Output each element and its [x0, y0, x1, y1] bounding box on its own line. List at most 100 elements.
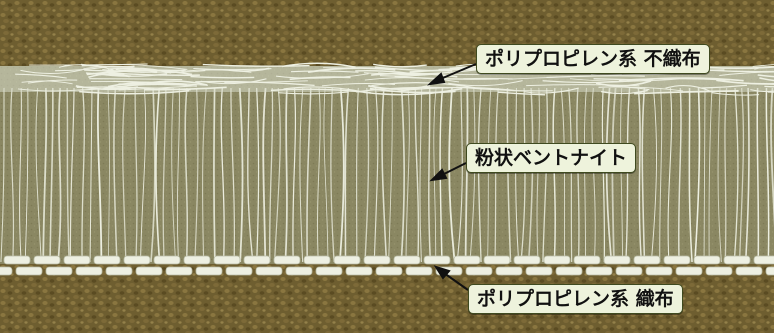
nonwoven-strand: [88, 73, 130, 78]
woven-tape: [573, 255, 601, 265]
nonwoven-strand: [373, 63, 427, 68]
fiber-strand: [703, 87, 706, 263]
fiber-strand: [405, 87, 410, 263]
nonwoven-strand: [289, 76, 351, 81]
fiber-strand: [273, 87, 281, 263]
nonwoven-strand: [102, 69, 206, 74]
fiber-strand: [256, 87, 260, 263]
woven-tape: [303, 255, 331, 265]
fiber-strand: [49, 87, 54, 263]
nonwoven-strand: [374, 66, 453, 72]
nonwoven-strand: [759, 77, 774, 82]
fiber-strand: [140, 87, 147, 263]
nonwoven-strand: [355, 86, 449, 93]
nonwoven-strand: [83, 65, 133, 70]
woven-tape: [603, 255, 631, 265]
woven-tape: [543, 255, 571, 265]
fiber-strand: [756, 87, 760, 263]
nonwoven-strand: [749, 66, 774, 70]
fiber-strand: [122, 87, 127, 263]
fiber-strand: [419, 87, 423, 263]
fiber-strand: [708, 87, 713, 263]
nonwoven-strand: [757, 74, 774, 78]
woven-tape: [585, 266, 613, 276]
nonwoven-strand: [379, 71, 450, 77]
woven-tape: [675, 266, 703, 276]
woven-tape: [555, 266, 583, 276]
fiber-strand: [299, 87, 304, 263]
woven-tape: [363, 255, 391, 265]
nonwoven-strand: [701, 84, 748, 89]
fiber-strand: [694, 87, 701, 263]
nonwoven-strand: [397, 86, 515, 92]
fiber-strand: [650, 87, 658, 263]
fiber-strand: [688, 87, 693, 263]
woven-tape: [453, 255, 481, 265]
fiber-strand: [238, 87, 244, 263]
fiber-strand: [637, 87, 643, 263]
woven-fabric-layer: [0, 255, 774, 276]
woven-tape: [213, 255, 241, 265]
fiber-strand: [150, 87, 156, 263]
fiber-strand: [184, 87, 189, 263]
nonwoven-strand: [634, 90, 739, 95]
nonwoven-strand: [89, 78, 183, 81]
fiber-strand: [338, 87, 345, 263]
fiber-strand: [194, 87, 199, 263]
woven-tape: [183, 255, 211, 265]
fiber-strand: [641, 87, 646, 263]
fiber-strand: [667, 87, 673, 263]
fiber-strand: [770, 87, 774, 228]
woven-tape: [3, 255, 31, 265]
nonwoven-strand: [78, 87, 137, 91]
arrow-top: [426, 63, 477, 86]
fiber-strand: [306, 87, 312, 263]
fiber-strand: [284, 87, 288, 263]
fiber-strand: [97, 87, 103, 263]
woven-tape: [15, 266, 43, 276]
nonwoven-strand: [618, 77, 730, 82]
fiber-strand: [19, 87, 22, 263]
woven-tape: [765, 266, 774, 276]
fiber-strand: [213, 87, 216, 263]
nonwoven-strand: [107, 67, 158, 73]
woven-tape: [315, 266, 343, 276]
nonwoven-strand: [508, 75, 619, 80]
woven-tape: [375, 266, 403, 276]
woven-tape: [123, 255, 151, 265]
fiber-strand: [364, 87, 370, 263]
fiber-strand: [89, 87, 93, 263]
woven-tape: [495, 266, 523, 276]
fiber-strand: [659, 87, 663, 263]
nonwoven-strand: [523, 87, 579, 94]
woven-tape: [633, 255, 661, 265]
woven-tape: [705, 266, 733, 276]
woven-tape: [423, 255, 451, 265]
fiber-strand: [323, 87, 329, 263]
fiber-strand: [176, 87, 180, 263]
fiber-strand: [717, 87, 722, 263]
fiber-strand: [388, 87, 393, 263]
fiber-strand: [414, 87, 420, 263]
woven-tape: [165, 266, 193, 276]
fiber-strand: [57, 87, 62, 263]
fiber-strand: [439, 87, 444, 263]
nonwoven-strand: [665, 85, 713, 93]
woven-tape: [615, 266, 643, 276]
arrow-middle: [429, 162, 467, 182]
woven-tape: [33, 255, 61, 265]
woven-tape: [465, 266, 493, 276]
fiber-strand: [162, 87, 167, 263]
nonwoven-strand: [27, 79, 78, 84]
fiber-strand: [69, 87, 75, 263]
woven-tape: [693, 255, 721, 265]
woven-tape: [75, 266, 103, 276]
nonwoven-strand: [371, 82, 475, 89]
nonwoven-strand: [716, 79, 774, 85]
fiber-strand: [677, 87, 682, 263]
fiber-strand: [316, 87, 321, 263]
nonwoven-strand: [275, 73, 369, 79]
fiber-strand: [220, 87, 225, 263]
fiber-strand: [428, 87, 432, 263]
